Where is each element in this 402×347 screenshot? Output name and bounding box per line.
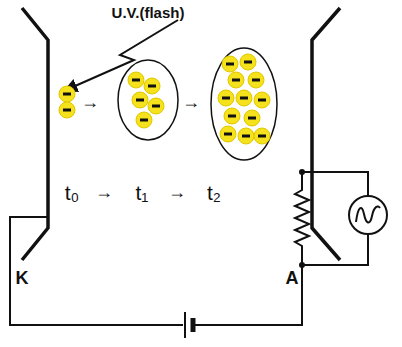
oscilloscope-symbol [349,196,387,234]
electron [144,78,160,94]
minus-sign [148,85,156,88]
electron-body [244,110,260,126]
signal-wave [356,207,380,223]
electron [236,90,252,106]
electron-body [254,128,270,144]
minus-sign [226,63,234,66]
electron [148,98,164,114]
battery-plate-long [184,312,186,338]
electron [220,126,236,142]
electron [132,92,148,108]
time-label: t₂ [207,182,221,203]
anode-label: A [286,269,299,287]
minus-sign [152,105,160,108]
minus-sign [248,117,256,120]
minus-sign [252,79,260,82]
flow-arrow: → [81,93,99,111]
electron-body [236,90,252,106]
minus-sign [232,79,240,82]
flow-arrow: → [168,183,186,201]
minus-sign [224,133,232,136]
minus-sign [244,61,252,64]
time-label: t₁ [136,182,149,203]
flash-label: U.V.(flash) [112,5,185,20]
electron-body [128,72,144,88]
electron-body [254,92,270,108]
electrons [59,54,270,144]
electron [254,128,270,144]
minus-sign [228,115,236,118]
electron-body [240,54,256,70]
electron [128,72,144,88]
electron [222,56,238,72]
resistor-symbol [295,172,309,265]
minus-sign [258,99,266,102]
minus-sign [63,109,71,112]
electron-body [218,90,234,106]
electron [136,112,152,128]
minus-sign [140,119,148,122]
electron [228,72,244,88]
flow-arrow: → [95,183,113,201]
electron [238,128,254,144]
electron [59,86,75,102]
time-label: t₀ [65,182,80,203]
wire [195,265,302,325]
cathode-plate [22,8,48,260]
electron-cloud [118,60,178,140]
electron-body [248,72,264,88]
minus-sign [222,97,230,100]
minus-sign [136,99,144,102]
cathode-label: K [16,269,29,287]
electron [224,108,240,124]
electron-body [148,98,164,114]
anode-plate [312,8,340,260]
electron-body [59,86,75,102]
electron-body [136,112,152,128]
electron-body [224,108,240,124]
electron-body [222,56,238,72]
wire [302,234,368,265]
flow-arrow: → [182,93,200,111]
electron-body [238,128,254,144]
electron [59,102,75,118]
minus-sign [242,135,250,138]
electron-cloud [211,48,277,160]
electron-body [144,78,160,94]
wire [302,172,368,196]
wire [10,217,183,325]
battery-plate-short [191,318,196,332]
minus-sign [132,79,140,82]
minus-sign [63,93,71,96]
electron-body [132,92,148,108]
electron-body [59,102,75,118]
electron-body [228,72,244,88]
minus-sign [258,135,266,138]
electron-body [220,126,236,142]
electron [248,72,264,88]
minus-sign [240,97,248,100]
electron [254,92,270,108]
electron [244,110,260,126]
electron [240,54,256,70]
electron [218,90,234,106]
